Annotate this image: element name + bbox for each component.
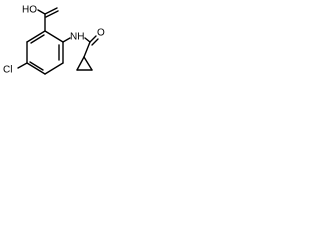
molecule-structure: HO NH O Cl (0, 0, 108, 114)
ring-cl-bond (17, 62, 28, 69)
carbonyl-o-bond-a (89, 35, 97, 43)
carboxyl-oh-label: HO (22, 5, 37, 16)
ring-bond-3 (44, 62, 64, 75)
ring-n-bond (62, 37, 71, 43)
ring-bond-4 (26, 62, 46, 75)
carbonyl-cyclopropyl-bond (83, 41, 91, 58)
carboxyl-oh-bond (37, 9, 46, 15)
carboxyl-co-bond-b (45, 10, 59, 18)
carboxyl-group: HO (22, 5, 59, 32)
chloro-substituent: Cl (3, 62, 28, 76)
ring-bond-6 (26, 30, 46, 43)
carboxyl-co-bond-a (44, 7, 58, 15)
amide-nh-label: NH (70, 32, 84, 43)
ring-double-bond-2 (29, 61, 44, 71)
n-carbonyl-bond (84, 37, 91, 43)
carbonyl-o-bond-b (91, 38, 99, 46)
cyclopropyl-ring (76, 56, 93, 71)
benzene-ring (26, 30, 64, 75)
carbonyl-o-label: O (97, 28, 105, 39)
amide-group: NH O (62, 28, 105, 58)
ring-double-bond-3 (30, 34, 45, 44)
cyclopropyl-bond-1 (76, 56, 85, 71)
molecule-drawing: HO NH O Cl (3, 5, 105, 76)
ring-bond-1 (44, 30, 64, 43)
chloro-label: Cl (3, 65, 12, 76)
cyclopropyl-bond-3 (83, 56, 93, 71)
